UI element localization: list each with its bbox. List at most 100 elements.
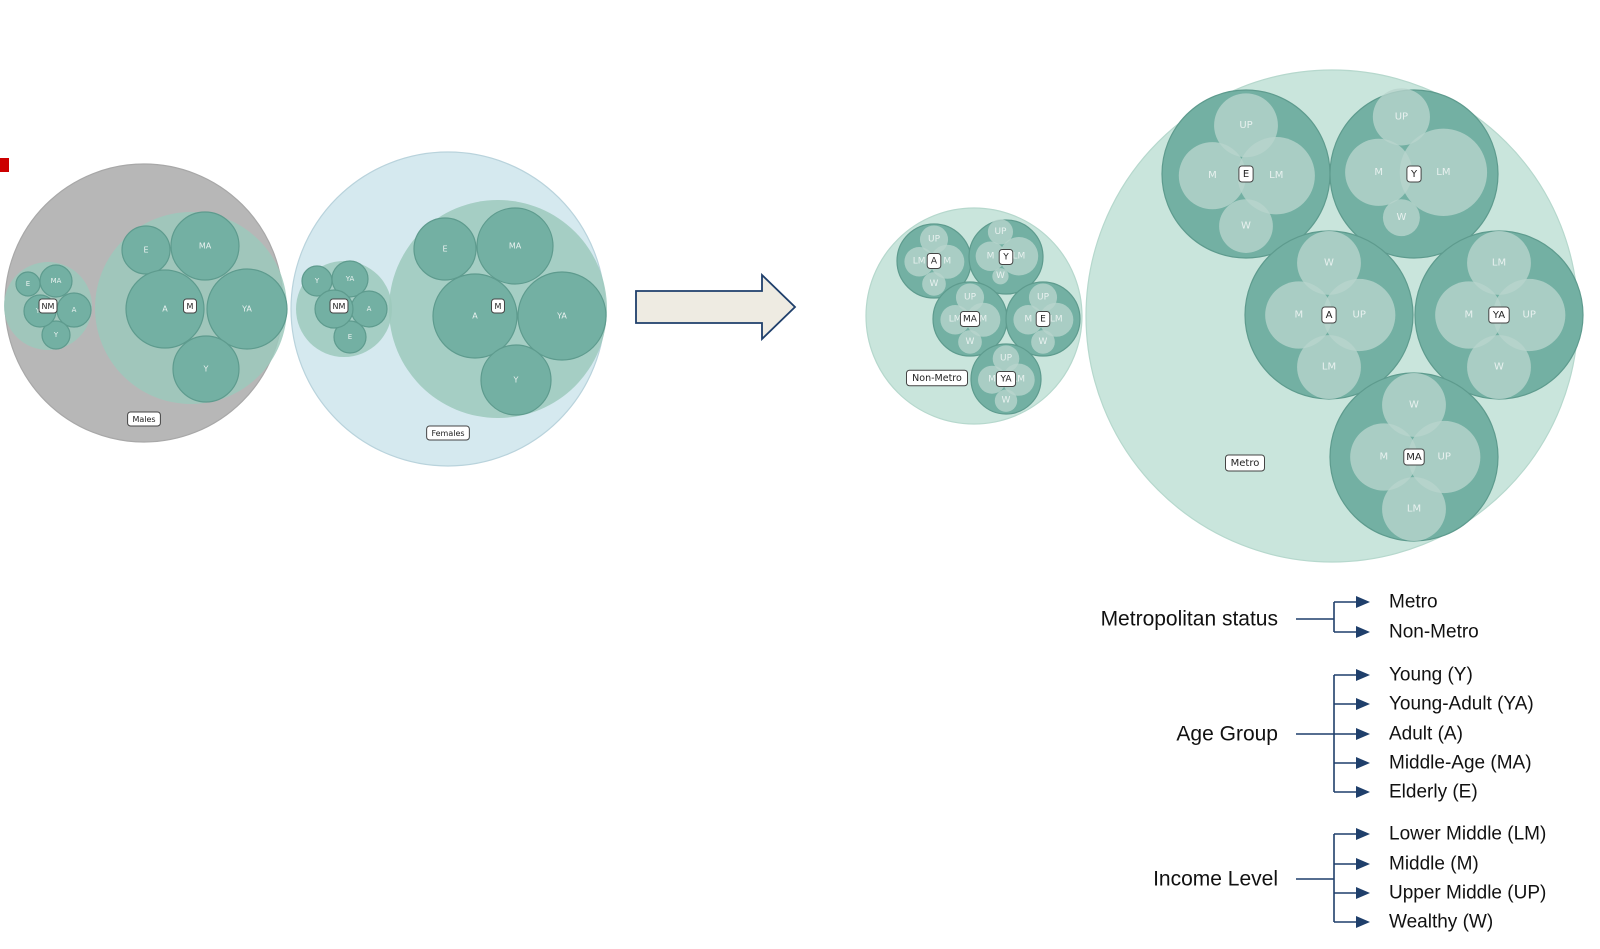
legend-arrowhead-2-0 — [1356, 828, 1370, 840]
females-label: Females — [431, 429, 464, 438]
females-m-child-label-4: Y — [513, 376, 519, 385]
females-nm-child-3 — [333, 320, 367, 354]
non-metro-group-4-leaf-3 — [994, 389, 1018, 412]
non-metro-group-3-tag-box — [1035, 311, 1051, 327]
males-m-child-label-3: YA — [241, 305, 252, 314]
non-metro-group-4-leaf-label-1: M — [988, 375, 996, 385]
metro-group-2-leaf-label-0: W — [1324, 257, 1334, 268]
females-m-child-label-2: A — [472, 312, 478, 321]
legend-arrowhead-0-0 — [1356, 596, 1370, 608]
males-m-child-2 — [125, 269, 205, 349]
metro-group-0-leaf-label-1: M — [1208, 170, 1217, 181]
legend-arrowhead-1-3 — [1356, 757, 1370, 769]
non-metro-group-1-leaf-2 — [999, 237, 1039, 276]
females-m-child-0 — [413, 217, 477, 281]
metro-group-3-leaf-label-2: UP — [1523, 310, 1536, 321]
females-nm-child-label-2: A — [367, 305, 372, 313]
non-metro-group-0-leaf-label-2: M — [943, 257, 951, 267]
metro-group-4-leaf-3 — [1382, 477, 1446, 541]
males-nm-child-3 — [41, 320, 71, 350]
non-metro-group-0-leaf-label-0: UP — [928, 235, 941, 245]
females-m-child-4 — [480, 344, 552, 416]
females-m-tag: M — [495, 302, 502, 311]
females-m-child-2 — [432, 273, 518, 359]
metro-group-1-leaf-0 — [1372, 88, 1430, 146]
males-label-box — [127, 411, 161, 427]
males-m-child-4 — [172, 335, 240, 403]
legend-arrowhead-1-0 — [1356, 669, 1370, 681]
legend-item-1-4: Elderly (E) — [1389, 782, 1478, 803]
non-metro-group-1-leaf-label-0: UP — [994, 227, 1007, 237]
metro-group-3-tag: YA — [1492, 310, 1505, 321]
non-metro-group-2-leaf-label-0: UP — [964, 293, 977, 303]
non-metro-group-2-leaf-label-1: LM — [949, 315, 962, 325]
metro-group-3-leaf-2 — [1493, 278, 1566, 352]
legend-item-2-3: Wealthy (W) — [1389, 912, 1493, 933]
non-metro-group-3-leaf-label-0: UP — [1037, 293, 1050, 303]
non-metro-group-3-leaf-1 — [1013, 304, 1043, 335]
metro-group-0-leaf-1 — [1178, 142, 1246, 210]
legend-item-2-1: Middle (M) — [1389, 854, 1479, 875]
females-m-child-1 — [476, 207, 554, 285]
non-metro-group-1-leaf-label-1: M — [987, 251, 995, 261]
metro-group-3-leaf-label-0: LM — [1492, 257, 1506, 268]
metro-group-2-leaf-label-2: UP — [1353, 310, 1366, 321]
females-nm-tag-box — [329, 298, 349, 314]
males-m-child-3 — [206, 268, 288, 350]
metro-group-2-tag: A — [1326, 310, 1333, 321]
legend-arrowhead-1-1 — [1356, 698, 1370, 710]
males-label: Males — [132, 415, 155, 424]
males-m-tag: M — [187, 302, 194, 311]
metro-group-0-tag-box — [1238, 165, 1254, 183]
metro-group-4-tag: MA — [1406, 452, 1422, 463]
non-metro-group-0-tag: A — [931, 257, 938, 267]
non-metro-group-4-leaf-label-2: LM — [1012, 375, 1025, 385]
metro-group-4-leaf-label-2: UP — [1438, 452, 1451, 463]
metro-group-4-leaf-2 — [1408, 420, 1481, 494]
males-nm-child-1 — [39, 264, 73, 298]
metro-group-3-leaf-1 — [1435, 281, 1503, 349]
non-metro-group-3-leaf-3 — [1031, 330, 1055, 354]
metro-group-4-leaf-label-1: M — [1379, 452, 1388, 463]
legend-arrowhead-2-1 — [1356, 858, 1370, 870]
non-metro-group-0-tag-box — [926, 253, 942, 269]
non-metro-group-1-tag: Y — [1002, 253, 1009, 263]
non-metro-group-1-leaf-label-2: LM — [1013, 251, 1026, 261]
non-metro-group-0-leaf-3 — [922, 272, 946, 296]
males-m-child-label-2: A — [162, 305, 168, 314]
males-m-tag-box — [183, 298, 197, 314]
non-metro-label-box — [905, 369, 969, 387]
legend-item-1-0: Young (Y) — [1389, 665, 1473, 686]
males-m-child-0 — [121, 225, 171, 275]
non-metro-group-0-leaf-1 — [904, 246, 934, 277]
metro-group-2-leaf-0 — [1297, 231, 1361, 295]
metro-group-1-leaf-label-2: LM — [1436, 167, 1450, 178]
metro-group-1-leaf-label-1: M — [1374, 167, 1383, 178]
males-m-child-1 — [170, 211, 240, 281]
metro-label: Metro — [1231, 458, 1260, 469]
metro-group-3-tag-box — [1488, 306, 1510, 324]
non-metro-group-4-tag: YA — [1000, 375, 1013, 385]
metro-group-0-tag: E — [1243, 169, 1249, 180]
males-m-child-label-0: E — [143, 246, 148, 255]
metro-group-2-leaf-2 — [1323, 278, 1396, 352]
legend-category-1: Age Group — [1176, 723, 1278, 746]
females-m-child-3 — [517, 271, 607, 361]
metro-group-1-tag-box — [1406, 165, 1422, 183]
non-metro-group-2-leaf-label-2: M — [979, 315, 987, 325]
females-nm-child-1 — [331, 260, 369, 298]
metro-group-1-leaf-2 — [1399, 128, 1488, 217]
metro-group-1-leaf-1 — [1345, 138, 1413, 206]
metro-group-3-leaf-0 — [1467, 231, 1531, 295]
red-marker — [0, 158, 9, 172]
females-nm-child-label-0: Y — [314, 277, 320, 285]
metro-group-2-leaf-3 — [1297, 335, 1361, 399]
females-nm-child-label-1: YA — [345, 275, 355, 283]
non-metro-group-1-leaf-0 — [987, 219, 1014, 245]
non-metro-group-1-tag-box — [998, 249, 1014, 265]
right-arrow-shape — [635, 272, 797, 342]
metro-group-1-leaf-label-0: UP — [1395, 111, 1408, 122]
males-m-child-label-1: MA — [199, 242, 212, 251]
non-metro-group-1-leaf-3 — [992, 268, 1009, 285]
